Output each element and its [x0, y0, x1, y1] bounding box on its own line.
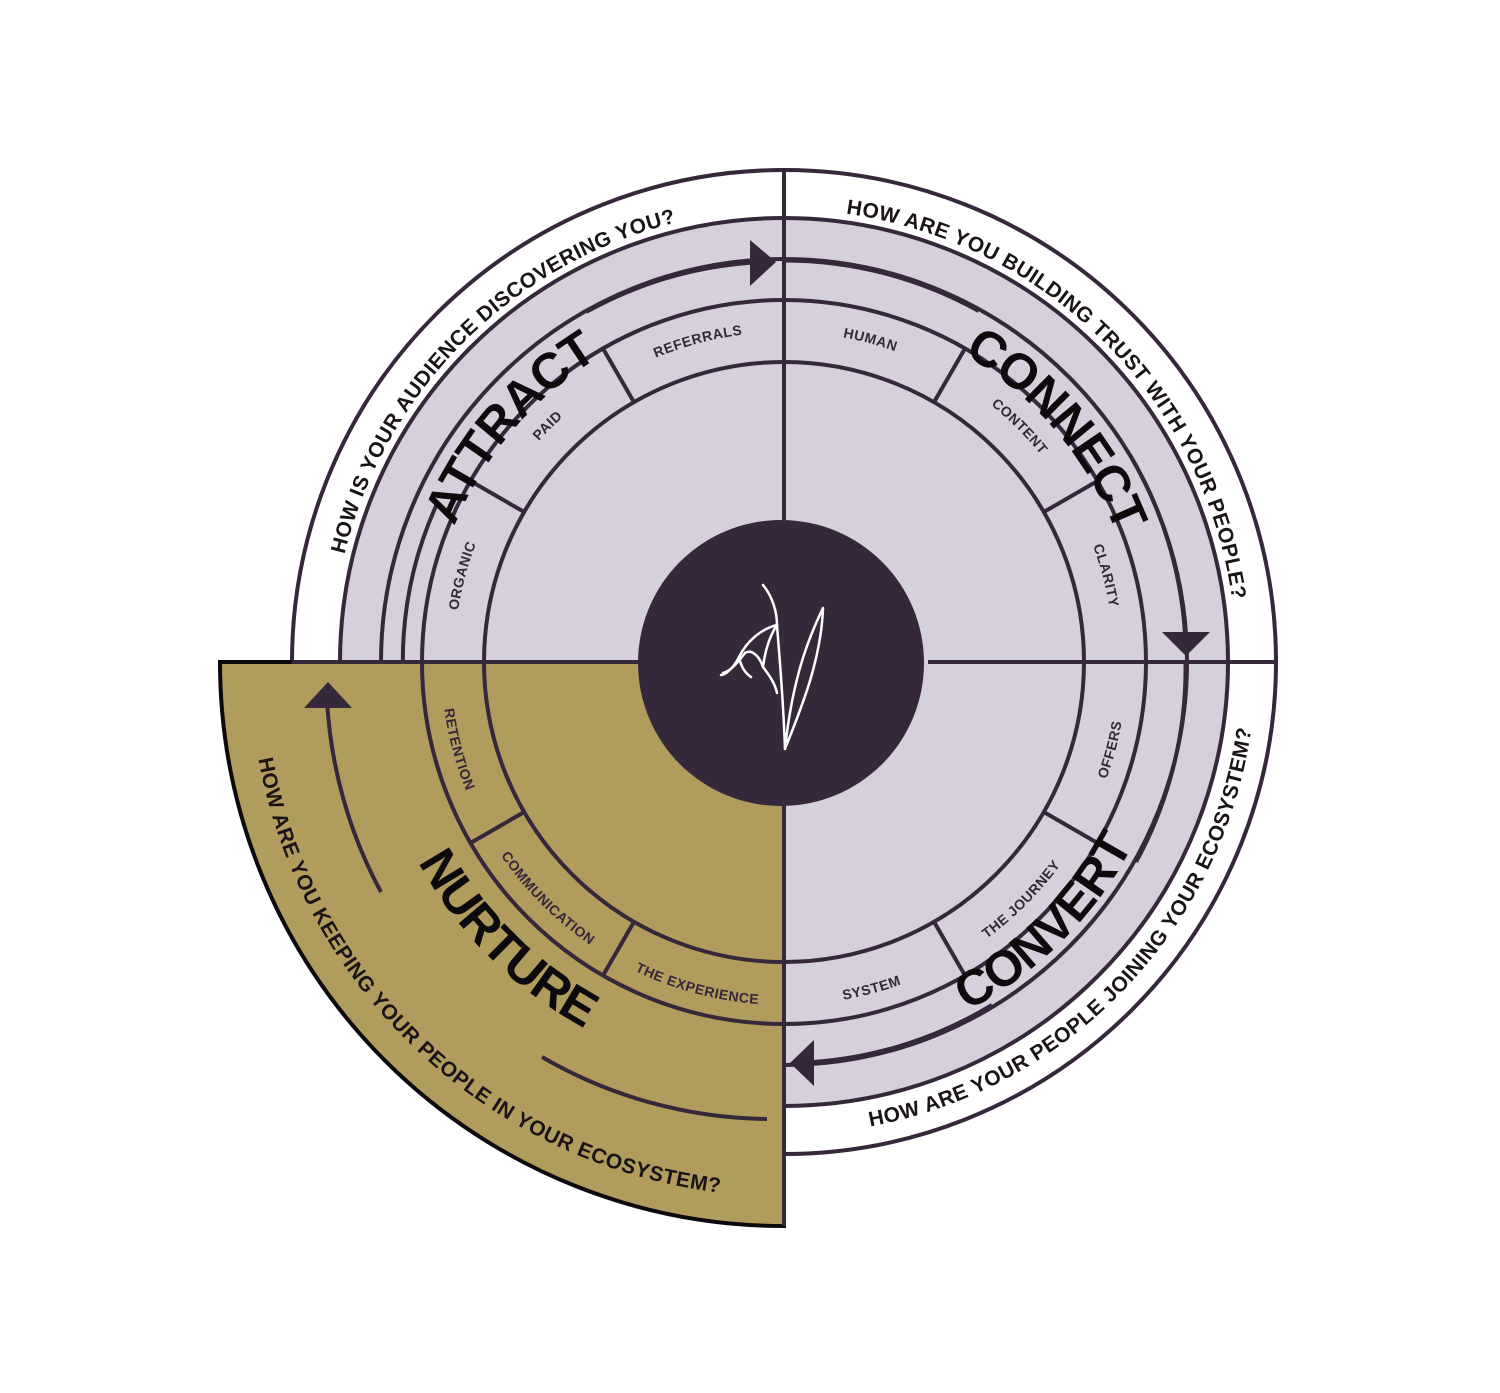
attract-quadrant: [340, 218, 784, 662]
attract-flow-arc-upper: [585, 260, 751, 314]
channel-separator-3: [469, 810, 526, 845]
attract-flow-arc-lower: [400, 504, 439, 663]
connect-flow-arc-lower: [1128, 453, 1187, 635]
convert-flow-arc-bottom: [813, 1003, 994, 1064]
channel-separator-2: [601, 920, 636, 977]
arrow-track-outer-edge: [379, 257, 1189, 1067]
convert-arrowhead: [790, 1040, 814, 1086]
nurture-flow-arc-bottom: [540, 1055, 768, 1121]
channel-separators: [469, 347, 1099, 977]
nurture-flow-arc-left: [325, 699, 383, 893]
nurture-arrowhead: [304, 682, 352, 708]
connect-flow-arc-upper: [783, 258, 980, 313]
snowdrop-flower-icon: [719, 583, 825, 751]
nurture-highlight-panel: [217, 660, 786, 1229]
channel-separator-4: [469, 479, 526, 514]
connect-arrowhead: [1162, 632, 1210, 656]
convert-quadrant: [784, 662, 1228, 1106]
channel-separator-7: [1042, 479, 1099, 514]
channel-separator-1: [932, 920, 967, 977]
channel-separator-6: [932, 347, 967, 404]
lavender-outer-edge: [338, 216, 1230, 1108]
convert-flow-arc-right: [1134, 661, 1188, 863]
attract-arrowhead: [750, 240, 776, 286]
connect-quadrant: [784, 218, 1228, 662]
channel-separator-0: [1042, 810, 1099, 845]
channel-separator-5: [601, 347, 636, 404]
